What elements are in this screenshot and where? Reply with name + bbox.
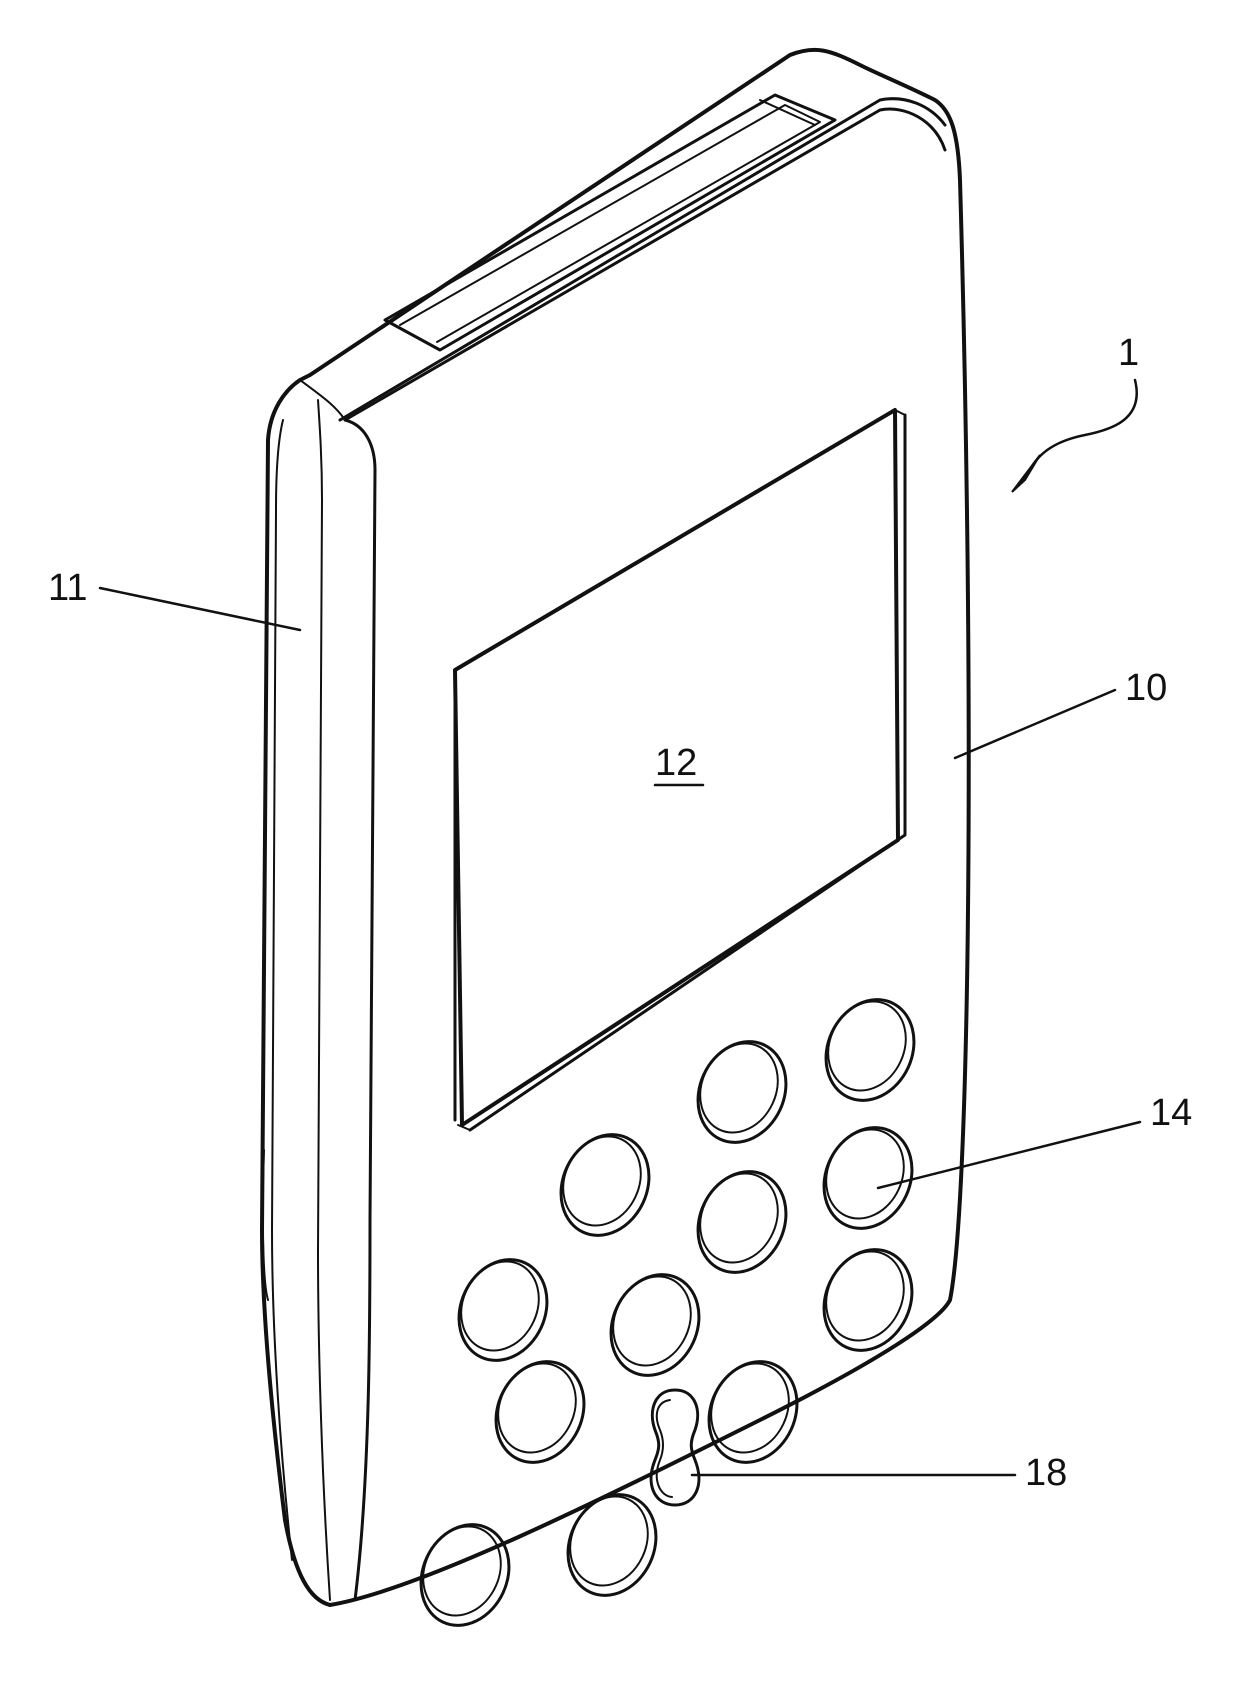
label-14-text: 14 xyxy=(1150,1092,1192,1134)
label-10: 10 xyxy=(955,667,1167,758)
keypad xyxy=(405,985,930,1640)
keypad-button xyxy=(545,1120,665,1250)
keypad-button-top xyxy=(686,1161,792,1276)
label-10-leader xyxy=(955,690,1115,758)
keypad-button-top xyxy=(599,1264,705,1379)
label-1-arrowhead xyxy=(1012,455,1040,492)
label-18: 18 xyxy=(692,1452,1067,1494)
label-1: 1 xyxy=(1012,332,1139,492)
label-1-arrow-line xyxy=(1030,380,1137,470)
keypad-button xyxy=(443,1245,563,1375)
keypad-button-top xyxy=(686,1031,792,1146)
keypad-button-top xyxy=(556,1484,662,1599)
keypad-button xyxy=(810,985,930,1115)
label-11: 11 xyxy=(48,567,300,630)
top-face-edge-inner xyxy=(300,380,345,420)
keypad-button xyxy=(480,1347,600,1477)
label-11-leader xyxy=(100,588,300,630)
keypad-button xyxy=(682,1157,802,1287)
keypad-button xyxy=(693,1347,813,1477)
keypad-button-top xyxy=(814,989,920,1104)
keypad-button-top xyxy=(549,1124,655,1239)
top-connector xyxy=(385,95,835,350)
keypad-button-top xyxy=(812,1239,918,1354)
label-18-text: 18 xyxy=(1025,1452,1067,1494)
slot-keyhole xyxy=(651,1390,699,1505)
keypad-button-top xyxy=(409,1514,515,1629)
device-body xyxy=(262,50,969,1605)
side-edge-inner-2 xyxy=(272,420,292,1560)
label-1-text: 1 xyxy=(1118,332,1139,374)
keypad-button-top xyxy=(484,1351,590,1466)
label-12-text: 12 xyxy=(655,742,697,784)
keypad-button xyxy=(405,1510,525,1640)
keypad-button-top xyxy=(447,1249,553,1364)
label-10-text: 10 xyxy=(1125,667,1167,709)
keypad-button xyxy=(552,1480,672,1610)
label-14: 14 xyxy=(878,1092,1192,1188)
label-12: 12 xyxy=(655,742,703,785)
side-edge-inner-1 xyxy=(318,400,330,1600)
keypad-button xyxy=(682,1027,802,1157)
keypad-button xyxy=(595,1260,715,1390)
label-14-leader xyxy=(878,1122,1140,1188)
label-11-text: 11 xyxy=(48,567,87,609)
keypad-button xyxy=(808,1235,928,1365)
keypad-button xyxy=(808,1113,928,1243)
keypad-button-top xyxy=(812,1117,918,1232)
